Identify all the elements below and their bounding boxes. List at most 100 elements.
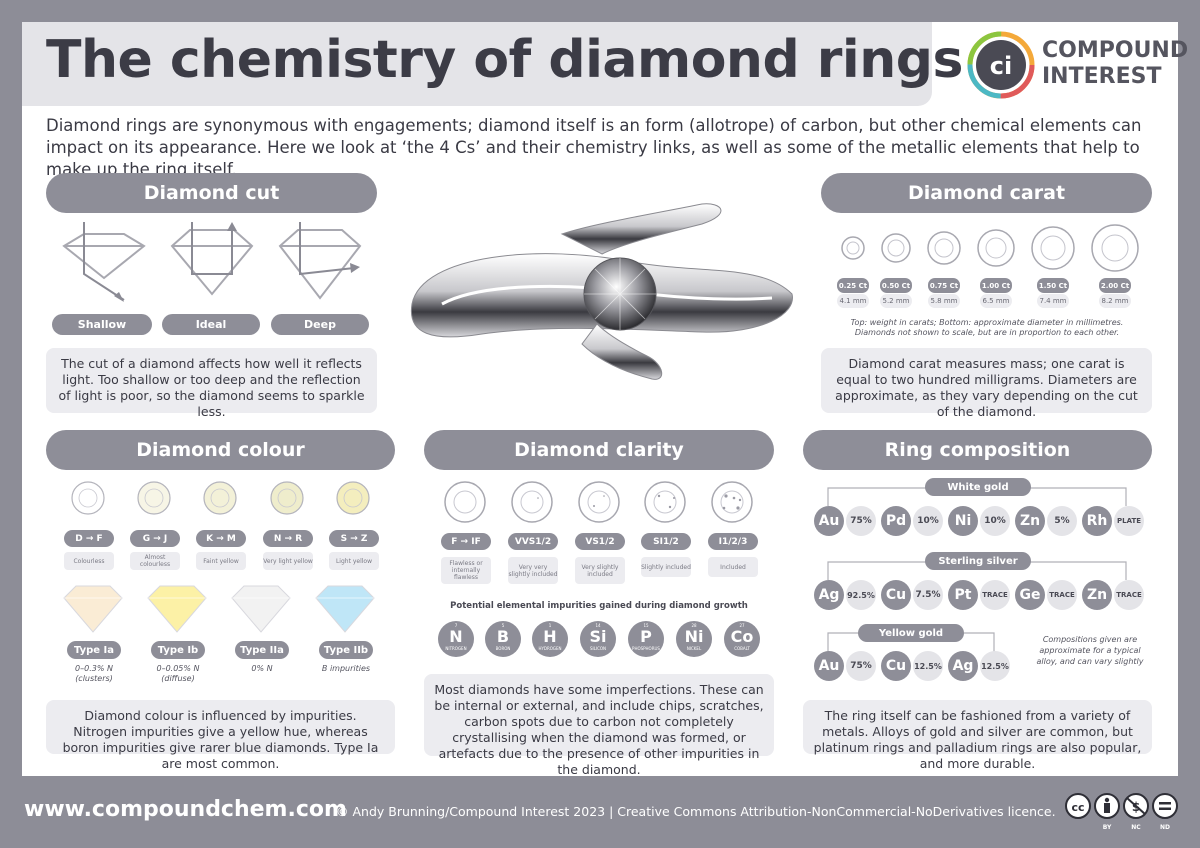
footer-copyright: © Andy Brunning/Compound Interest 2023 |… (336, 804, 1056, 819)
logo-wordmark: COMPOUND INTEREST (1042, 38, 1188, 90)
white-gold-metal-pd: Pd (881, 506, 911, 536)
carat-diameter-1: 4.1 mm (837, 294, 869, 308)
colour-diamond-df (71, 481, 105, 515)
clarity-label-si: Slightly included (641, 557, 691, 577)
colour-grade-nr: N → R (263, 530, 313, 547)
type-gems (63, 585, 375, 633)
cut-heading: Diamond cut (46, 173, 377, 213)
carat-diamond-5 (1031, 226, 1075, 270)
clarity-label-fif: Flawless or internally flawless (441, 557, 491, 584)
colour-diamonds (71, 481, 370, 515)
element-boron: 5 B BORON (485, 621, 521, 657)
carat-diamond-6 (1091, 224, 1139, 272)
carat-weight-5: 1.50 Ct (1037, 278, 1069, 293)
colour-heading: Diamond colour (46, 430, 395, 470)
colour-type-note-iia: 0% N (251, 664, 273, 673)
colour-label-df: Colourless (64, 552, 114, 570)
shallow-arrow-icon (114, 292, 124, 302)
carat-diameter-6: 8.2 mm (1099, 294, 1131, 308)
ring-heading: Ring composition (803, 430, 1152, 470)
cc-icon (1065, 793, 1091, 819)
element-silicon: 14 Si SILICON (580, 621, 616, 657)
ideal-diamond-shape (170, 229, 254, 296)
white-gold-amount-zn: 5% (1047, 506, 1077, 536)
colour-label-km: Faint yellow (196, 552, 246, 570)
clarity-description: Most diamonds have some imperfections. T… (424, 674, 774, 777)
shallow-diamond-shape (62, 233, 146, 280)
carat-diamond-3 (927, 231, 961, 265)
ring-description: The ring itself can be fashioned from a … (803, 700, 1152, 771)
carat-heading: Diamond carat (821, 173, 1152, 213)
clarity-diamond-fif (444, 481, 486, 523)
carat-weight-1: 0.25 Ct (837, 278, 869, 293)
colour-grade-sz: S → Z (329, 530, 379, 547)
cut-label-deep: Deep (271, 314, 369, 335)
cut-diagrams (62, 222, 362, 302)
ideal-arrow-icon (227, 222, 237, 231)
element-phosphorus: 15 P PHOSPHORUS (628, 621, 664, 657)
colour-diamond-nr (270, 481, 304, 515)
silver-metal-cu: Cu (881, 580, 911, 610)
yellow-gold-label: Yellow gold (858, 624, 964, 642)
silver-metal-pt: Pt (948, 580, 978, 610)
silver-metal-ag: Ag (814, 580, 844, 610)
colour-description: Diamond colour is influenced by impuriti… (46, 700, 395, 771)
clarity-diamond-i (711, 481, 753, 523)
clarity-diamond-vs (578, 481, 620, 523)
clarity-grade-vvs: VVS1/2 (508, 533, 558, 550)
colour-type-note-iib: B impurities (321, 664, 371, 673)
carat-diamond-4 (977, 229, 1015, 267)
silver-amount-zn: TRACE (1114, 580, 1144, 610)
white-gold-metal-au: Au (814, 506, 844, 536)
colour-label-nr: Very light yellow (263, 552, 313, 570)
page-title: The chemistry of diamond rings (46, 30, 963, 90)
carat-diamond-1 (841, 236, 865, 260)
cut-label-ideal: Ideal (162, 314, 260, 335)
footer-url[interactable]: www.compoundchem.com (24, 797, 347, 822)
white-gold-metal-ni: Ni (948, 506, 978, 536)
gem-type-ia (63, 585, 123, 633)
carat-diamonds (841, 224, 1139, 272)
svg-text:cc: cc (1071, 801, 1084, 814)
silver-amount-cu: 7.5% (913, 580, 943, 610)
white-gold-amount-au: 75% (846, 506, 876, 536)
carat-diameter-5: 7.4 mm (1037, 294, 1069, 308)
carat-diameter-3: 5.8 mm (928, 294, 960, 308)
colour-diamond-sz (336, 481, 370, 515)
clarity-diamond-si (644, 481, 686, 523)
diamond-ring-image (410, 203, 793, 380)
carat-weight-3: 0.75 Ct (928, 278, 960, 293)
yellow-gold-amount-au: 75% (846, 651, 876, 681)
white-gold-amount-pd: 10% (913, 506, 943, 536)
yellow-gold-metal-au: Au (814, 651, 844, 681)
yellow-gold-metal-cu: Cu (881, 651, 911, 681)
white-gold-label: White gold (925, 478, 1031, 496)
carat-diamond-2 (881, 233, 911, 263)
clarity-label-vs: Very slightly included (575, 557, 625, 584)
silver-amount-pt: TRACE (980, 580, 1010, 610)
clarity-diamonds (444, 481, 753, 523)
yellow-gold-amount-ag: 12.5% (980, 651, 1010, 681)
colour-type-ib: Type Ib (151, 641, 205, 659)
colour-grade-km: K → M (196, 530, 246, 547)
element-nickel: 28 Ni NICKEL (676, 621, 712, 657)
sterling-silver-label: Sterling silver (925, 552, 1031, 570)
gem-type-iib (315, 585, 375, 633)
clarity-grade-i: I1/2/3 (708, 533, 758, 550)
impurities-heading: Potential elemental impurities gained du… (450, 601, 748, 611)
colour-grade-df: D → F (64, 530, 114, 547)
cc-license-icons: cc $ BY NC ND (1065, 793, 1178, 831)
nd-icon (1152, 793, 1178, 819)
white-gold-amount-ni: 10% (980, 506, 1010, 536)
clarity-grade-vs: VS1/2 (575, 533, 625, 550)
yellow-gold-metal-ag: Ag (948, 651, 978, 681)
intro-text: Diamond rings are synonymous with engage… (46, 116, 1142, 179)
silver-metal-ge: Ge (1015, 580, 1045, 610)
element-hydrogen: 1 H HYDROGEN (532, 621, 568, 657)
deep-diamond-shape (278, 229, 362, 300)
white-gold-metal-zn: Zn (1015, 506, 1045, 536)
carat-diameter-2: 5.2 mm (880, 294, 912, 308)
infographic-card: The chemistry of diamond rings ci COMPOU… (22, 22, 1188, 777)
carat-weight-2: 0.50 Ct (880, 278, 912, 293)
